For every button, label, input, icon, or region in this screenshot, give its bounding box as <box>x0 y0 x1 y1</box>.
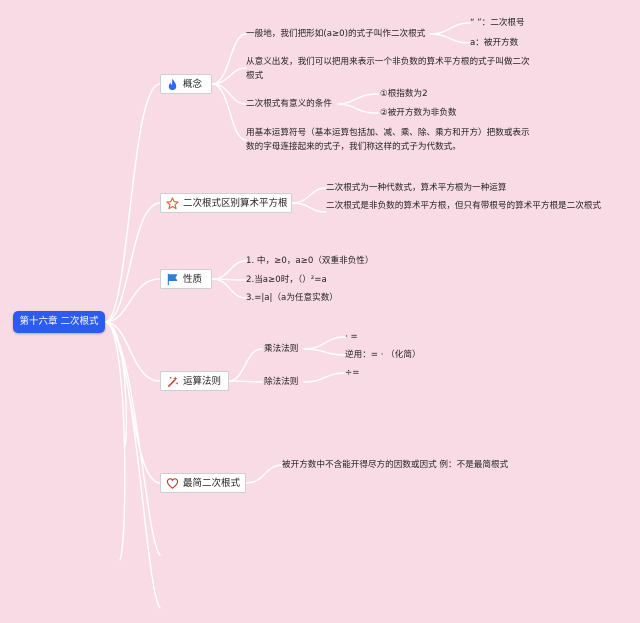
property-item: 3.=|a|（a为任意实数） <box>246 293 338 303</box>
simplest-description: 被开方数中不含能开得尽方的因数或因式 例：不是最简根式 <box>282 460 509 470</box>
division-rule: 除法法则 <box>264 377 299 387</box>
division-item: ÷= <box>345 368 360 378</box>
concept-note-radical-sign: “ ”：二次根号 <box>470 18 525 28</box>
distinguish-item: 二次根式是非负数的算术平方根，但只有带根号的算术平方根是二次根式 <box>326 201 602 211</box>
topic-property[interactable]: 性质 <box>160 269 212 289</box>
wand-icon <box>168 376 178 387</box>
concept-condition: 二次根式有意义的条件 <box>246 99 332 109</box>
topic-concept[interactable]: 概念 <box>160 74 212 94</box>
topic-simplest[interactable]: 最简二次根式 <box>160 473 246 493</box>
topic-operation[interactable]: 运算法则 <box>160 371 229 391</box>
heart-icon <box>166 478 179 489</box>
property-item: 1. 中，≥0，a≥0（双重非负性） <box>246 256 374 266</box>
root-topic[interactable]: 第十六章 二次根式 <box>13 311 105 333</box>
concept-algebraic-expression: 用基本运算符号（基本运算包括加、减、乘、除、乘方和开方）把数或表示数的字母连接起… <box>246 128 530 152</box>
concept-meaning: 从意义出发，我们可以把用来表示一个非负数的算术平方根的式子叫做二次根式 <box>246 57 530 81</box>
property-item: 2.当a≥0时，（）²=a <box>246 275 327 285</box>
distinguish-item: 二次根式为一种代数式，算术平方根为一种运算 <box>326 183 507 193</box>
flame-icon <box>168 78 177 91</box>
concept-definition: 一般地，我们把形如(a≥0)的式子叫作二次根式 <box>246 29 426 39</box>
multiplication-rule: 乘法法则 <box>264 344 299 354</box>
topic-distinguish[interactable]: 二次根式区别算术平方根 <box>160 193 292 213</box>
topic-operation-label: 运算法则 <box>183 376 222 387</box>
multiplication-item: · = <box>345 332 358 342</box>
star-icon <box>166 197 179 210</box>
condition-item: ①根指数为2 <box>380 89 428 99</box>
topic-distinguish-label: 二次根式区别算术平方根 <box>183 198 288 209</box>
flag-icon <box>167 273 178 286</box>
topic-simplest-label: 最简二次根式 <box>183 478 241 489</box>
multiplication-item: 逆用：= · （化简） <box>345 350 421 360</box>
topic-concept-label: 概念 <box>183 79 203 90</box>
condition-item: ②被开方数为非负数 <box>380 108 457 118</box>
topic-property-label: 性质 <box>183 274 203 285</box>
concept-note-radicand: a：被开方数 <box>470 38 519 48</box>
